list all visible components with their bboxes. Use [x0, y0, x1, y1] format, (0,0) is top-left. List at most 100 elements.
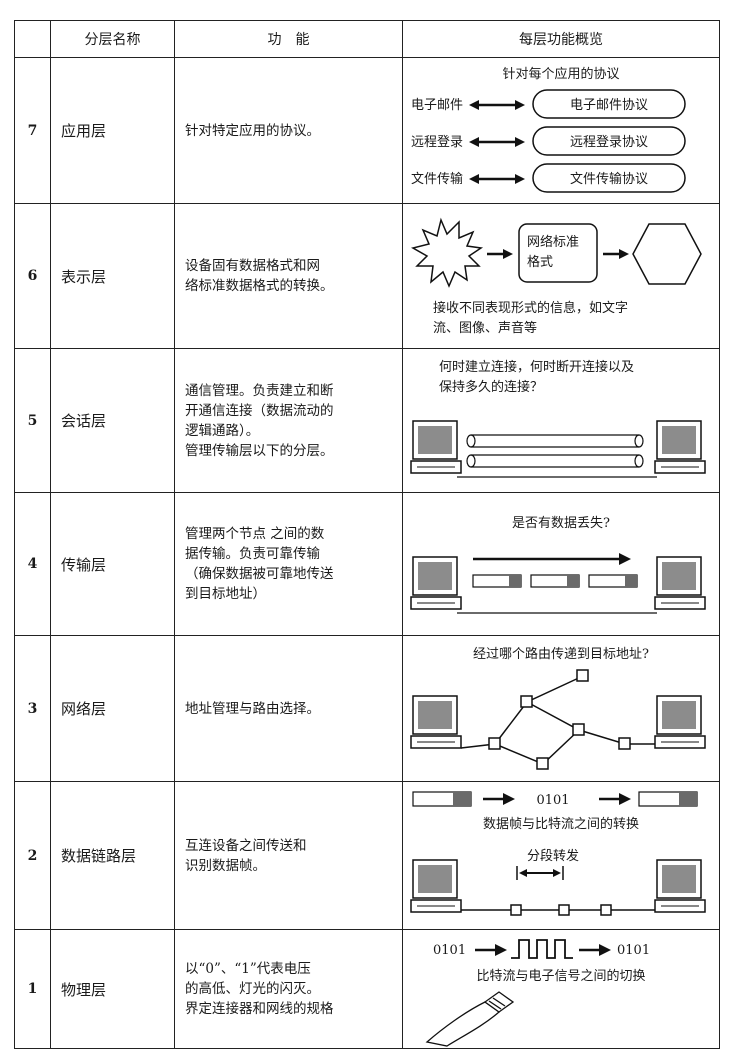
transport-reliability-diagram: 是否有数据丢失? — [410, 516, 706, 614]
overview-caption: 经过哪个路由传递到目标地址? — [473, 646, 649, 662]
computer-icon — [410, 695, 462, 749]
router-network-icon — [460, 675, 655, 765]
computer-icon — [410, 859, 462, 913]
function-line: 设备固有数据格式和网 — [185, 258, 320, 274]
data-frame — [412, 791, 472, 807]
physical-signal-diagram: 0101 0101 比特流与电子信号之间的切换 — [425, 939, 650, 1047]
layer-overview: 0101 数据帧与比特流之间的转换 分段转发 — [402, 781, 720, 930]
function-line: 互连设备之间传送和 — [185, 837, 307, 854]
app-label: 文件传输 — [411, 171, 463, 187]
function-line: 据传输。负责可靠传输 — [185, 546, 320, 562]
data-packet — [472, 574, 522, 588]
app-label: 远程登录 — [411, 135, 463, 150]
protocol-pill — [532, 126, 686, 156]
arrow-right-icon — [473, 553, 631, 565]
layer-function: 设备固有数据格式和网 络标准数据格式的转换。 — [174, 203, 403, 349]
switch-node — [510, 904, 612, 916]
layer-row-4: 4 传输层 管理两个节点 之间的数 据传输。负责可靠传输 （确保数据被可靠地传送… — [14, 492, 720, 636]
double-arrow-icon — [516, 866, 564, 880]
function-line: 界定连接器和网线的规格 — [185, 1001, 334, 1017]
function-line: 开通信连接（数据流动的 — [185, 402, 334, 419]
overview-caption: 是否有数据丢失? — [512, 516, 610, 531]
osi-layer-table: 分层名称 功 能 每层功能概览 7 应用层 针对特定应用的协议。 针对每个应用的… — [14, 20, 720, 1049]
standard-format-box — [518, 223, 598, 283]
layer-function: 互连设备之间传送和 识别数据帧。 — [174, 781, 403, 930]
double-arrow-icon — [469, 174, 525, 184]
layer-row-5: 5 会话层 通信管理。负责建立和断 开通信连接（数据流动的 逻辑通路）。 管理传… — [14, 348, 720, 493]
computer-icon — [410, 556, 462, 610]
data-frame — [638, 791, 698, 807]
overview-title: 针对每个应用的协议 — [502, 66, 619, 82]
table-header-row: 分层名称 功 能 每层功能概览 — [14, 20, 720, 58]
layer-function: 通信管理。负责建立和断 开通信连接（数据流动的 逻辑通路）。 管理传输层以下的分… — [174, 348, 403, 493]
layer-overview: 0101 0101 比特流与电子信号之间的切换 — [402, 929, 720, 1049]
layer-row-1: 1 物理层 以“0”、“1”代表电压 的高低、灯光的闪灭。 界定连接器和网线的规… — [14, 929, 720, 1049]
header-layer-name: 分层名称 — [50, 20, 175, 58]
bitstream-label: 0101 — [617, 943, 650, 958]
arrow-right-icon — [603, 249, 629, 259]
session-connection-diagram: 何时建立连接，何时断开连接以及 保持多久的连接？ — [410, 359, 706, 478]
application-protocol-diagram: 针对每个应用的协议 电子邮件 电子邮件协议 远程登录 远程登录协议 — [411, 66, 686, 193]
square-wave-icon — [511, 939, 573, 959]
arrow-right-icon — [475, 944, 507, 956]
router-node — [488, 669, 631, 770]
network-routing-diagram: 经过哪个路由传递到目标地址? — [410, 646, 706, 770]
data-packet — [588, 574, 638, 588]
computer-icon — [654, 859, 706, 913]
layer-number: 3 — [14, 635, 51, 782]
arrow-right-icon — [599, 793, 631, 805]
overview-caption: 何时建立连接，何时断开连接以及 — [439, 359, 634, 375]
protocol-pill — [532, 89, 686, 119]
starburst-icon — [411, 217, 484, 288]
overview-caption: 流、图像、声音等 — [433, 320, 537, 336]
segment-label: 分段转发 — [527, 848, 579, 864]
function-line: 络标准数据格式的转换。 — [185, 278, 334, 294]
layer-overview: 经过哪个路由传递到目标地址? — [402, 635, 720, 782]
protocol-label: 电子邮件协议 — [570, 98, 648, 113]
layer-function: 针对特定应用的协议。 — [174, 57, 403, 204]
protocol-pair: 电子邮件 电子邮件协议 — [411, 89, 686, 119]
layer-name: 数据链路层 — [50, 781, 175, 930]
layer-name: 应用层 — [50, 57, 175, 204]
layer-name: 表示层 — [50, 203, 175, 349]
function-line: 逻辑通路）。 — [185, 422, 260, 439]
layer-function: 地址管理与路由选择。 — [174, 635, 403, 782]
protocol-pair: 远程登录 远程登录协议 — [411, 126, 686, 156]
function-line: 以“0”、“1”代表电压 — [185, 961, 311, 977]
function-line: 识别数据帧。 — [185, 857, 266, 874]
layer-number: 5 — [14, 348, 51, 493]
layer-number: 2 — [14, 781, 51, 930]
overview-caption: 数据帧与比特流之间的转换 — [483, 816, 639, 832]
arrow-right-icon — [579, 944, 611, 956]
layer-overview: 网络标准 格式 接收不同表现形式的信息，如文字 流、图像、声音等 — [402, 203, 720, 349]
protocol-label: 文件传输协议 — [570, 171, 648, 187]
double-arrow-icon — [469, 100, 525, 110]
layer-function: 管理两个节点 之间的数 据传输。负责可靠传输 （确保数据被可靠地传送 到目标地址… — [174, 492, 403, 636]
function-line: 地址管理与路由选择。 — [185, 700, 320, 717]
computer-icon — [654, 420, 706, 474]
layer-function: 以“0”、“1”代表电压 的高低、灯光的闪灭。 界定连接器和网线的规格 — [174, 929, 403, 1049]
presentation-format-diagram: 网络标准 格式 接收不同表现形式的信息，如文字 流、图像、声音等 — [411, 217, 702, 336]
bitstream-label: 0101 — [433, 943, 466, 958]
function-line: 到目标地址） — [185, 586, 266, 602]
header-layer-number — [14, 20, 51, 58]
app-label: 电子邮件 — [411, 98, 463, 113]
layer-number: 6 — [14, 203, 51, 349]
layer-row-7: 7 应用层 针对特定应用的协议。 针对每个应用的协议 电子邮件 电子邮件协议 远… — [14, 57, 720, 204]
protocol-label: 远程登录协议 — [570, 135, 648, 150]
overview-caption: 接收不同表现形式的信息，如文字 — [433, 300, 628, 316]
arrow-right-icon — [483, 793, 515, 805]
layer-overview: 何时建立连接，何时断开连接以及 保持多久的连接？ — [402, 348, 720, 493]
function-line: 管理传输层以下的分层。 — [185, 442, 334, 459]
data-packet — [530, 574, 580, 588]
arrow-right-icon — [487, 249, 513, 259]
data-link-frame-diagram: 0101 数据帧与比特流之间的转换 分段转发 — [410, 791, 706, 916]
layer-number: 4 — [14, 492, 51, 636]
format-box-label: 网络标准 — [527, 234, 579, 250]
format-box-label: 格式 — [527, 254, 553, 270]
bitstream-label: 0101 — [536, 793, 569, 808]
connection-pipe-icon — [466, 434, 644, 468]
function-line: 管理两个节点 之间的数 — [185, 526, 325, 542]
layer-name: 物理层 — [50, 929, 175, 1049]
